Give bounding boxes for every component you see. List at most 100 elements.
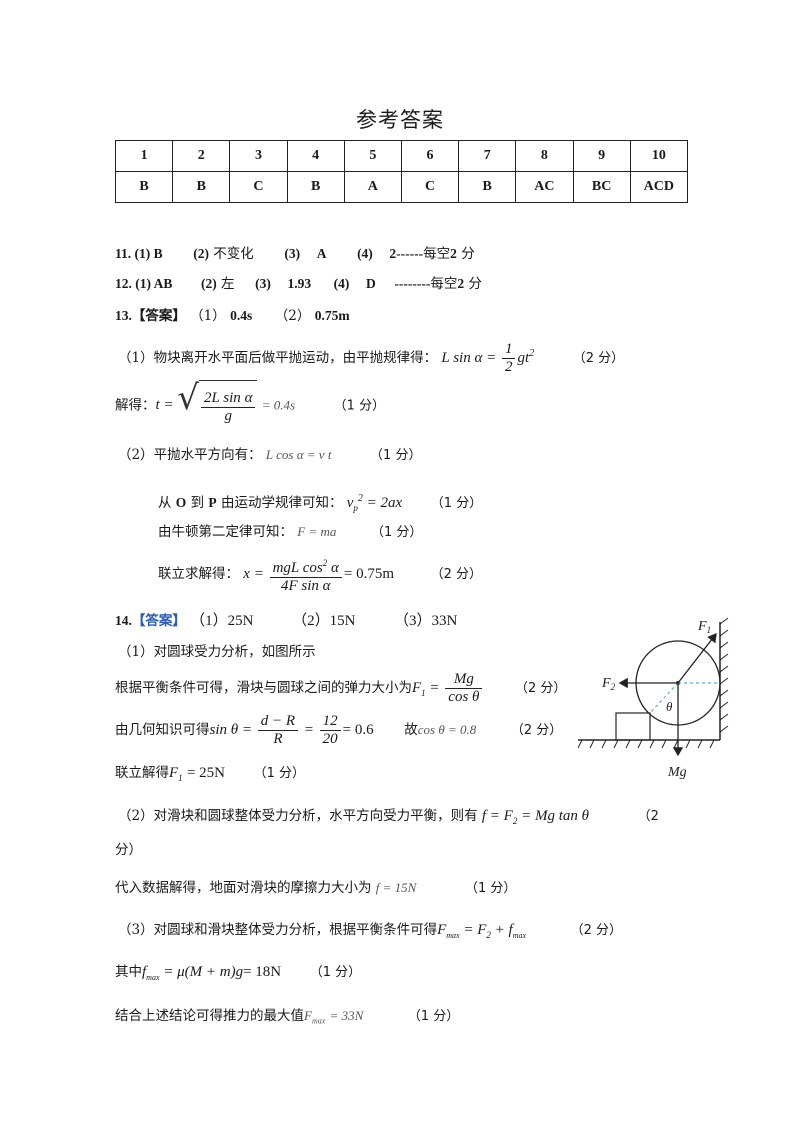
q14-eq-friction: f = F2 = Mg tan θ xyxy=(481,808,589,826)
q13-line5-score: （1 分） xyxy=(371,525,423,540)
q12-score-num: 2 xyxy=(457,276,465,291)
answer-table-number-cell: 6 xyxy=(400,140,460,172)
q12-part2-label: (2) xyxy=(200,276,217,291)
q14-a2: （2）15N xyxy=(292,613,356,629)
answer-table-answer-cell: B xyxy=(458,171,517,203)
q14-line3-eq-tail: = 0.6 xyxy=(342,722,374,738)
q13-line6-score: （2 分） xyxy=(430,567,482,582)
q13-line3-eq: L cos α = v t xyxy=(265,447,332,462)
answer-table-answer-cell: B xyxy=(286,171,345,203)
q13-line2-score: （1 分） xyxy=(333,398,386,414)
wall-hatching xyxy=(719,617,729,733)
q14-line5-text: （2）对滑块和圆球整体受力分析，水平方向受力平衡，则有 xyxy=(118,808,478,824)
q14-line5: （2）对滑块和圆球整体受力分析，水平方向受力平衡，则有 f = F2 = Mg … xyxy=(118,806,659,831)
q14-line9: 结合上述结论可得推力的最大值Fmax = 33N （1 分） xyxy=(115,1006,459,1032)
mg-label: Mg xyxy=(667,765,687,780)
answer-table-answer-cell: ACD xyxy=(629,171,689,203)
q13-line4: 从 O 到 P 由运动学规律可知： vp2 = 2ax （1 分） xyxy=(158,489,482,518)
answer-table-number-cell: 4 xyxy=(286,140,345,172)
q13-line3: （2）平抛水平方向有： L cos α = v t （1 分） xyxy=(118,445,421,466)
q14-line9-score: （1 分） xyxy=(407,1009,460,1024)
q14-line7: （3）对圆球和滑块整体受力分析，根据平衡条件可得Fmax = F2 + fmax… xyxy=(118,920,622,946)
q11-part4-label: (4) xyxy=(357,246,373,261)
q13-line2-result: = 0.4s xyxy=(261,397,296,413)
q13-line6-result: = 0.75m xyxy=(343,566,394,582)
answer-table-number-cell: 5 xyxy=(343,140,402,172)
q14-line2-score: （2 分） xyxy=(515,681,567,696)
q13-line2-text: 解得： xyxy=(115,397,156,414)
answer-table-number-cell: 3 xyxy=(229,140,288,172)
q14-eq-f1-symbol: F1 xyxy=(169,765,183,783)
answer-table-number-cell: 9 xyxy=(572,140,631,172)
q14-line8-score: （1 分） xyxy=(309,965,362,980)
q11-line: 11. (1) B (2) 不变化 (3) A (4) 2------每空2 分 xyxy=(115,244,475,264)
answer-table-answer-cell: C xyxy=(400,171,460,203)
q11-score-unit: 分 xyxy=(461,246,475,262)
q14-answer-tag: 【答案】 xyxy=(131,613,186,628)
q12-part2-answer: 左 xyxy=(221,276,235,292)
answer-table-number-cell: 7 xyxy=(458,140,517,172)
q14-line1: （1）对圆球受力分析，如图所示 xyxy=(118,644,316,660)
q14-line6-eq: f = 15N xyxy=(375,880,417,895)
f2-label: F2 xyxy=(601,676,616,692)
q14-line9-text: 结合上述结论可得推力的最大值 xyxy=(115,1008,304,1024)
q12-part4-answer: D xyxy=(366,276,376,291)
q13-line4-point-p: P xyxy=(208,495,217,510)
contact-dashed-line xyxy=(649,682,679,714)
q14-line3-score: （2 分） xyxy=(510,723,563,738)
q13-header: 13.【答案】 （1） 0.4s （2） 0.75m xyxy=(115,306,350,326)
answer-table-number-cell: 2 xyxy=(172,140,231,172)
q14-line5-score-a: （2 xyxy=(637,809,659,824)
force-diagram: F1 F2 θ Mg xyxy=(578,617,729,780)
answer-table-answer-cell: B xyxy=(172,171,231,203)
q13-a1-label: （1） xyxy=(190,308,226,324)
q13-line1-text: （1）物块离开水平面后做平抛运动，由平抛规律得： xyxy=(118,350,438,366)
slider-block xyxy=(615,712,651,741)
q11-part3-answer: A xyxy=(316,246,327,261)
q14-line8: 其中fmax = μ(M + m)g= 18N （1 分） xyxy=(115,962,361,988)
q11-part3-label: (3) xyxy=(284,246,301,261)
answer-table-answer-cell: C xyxy=(229,171,288,203)
q14-line6: 代入数据解得，地面对滑块的摩擦力大小为 f = 15N （1 分） xyxy=(115,878,516,899)
q14-eq-fmax: Fmax = F2 + fmax xyxy=(437,922,527,940)
q14-line3-text: 由几何知识可得 xyxy=(115,722,210,738)
q14-a3: （3）33N xyxy=(394,613,458,629)
q11-part2-label: (2) xyxy=(193,246,209,261)
q13-line3-text: （2）平抛水平方向有： xyxy=(118,447,262,463)
q14-line4-score: （1 分） xyxy=(253,766,306,781)
q11-part2-answer: 不变化 xyxy=(213,246,254,262)
q14-line4-eq: = 25N xyxy=(186,765,226,781)
answer-table-answer-cell: AC xyxy=(515,171,574,203)
q14-line7-text: （3）对圆球和滑块整体受力分析，根据平衡条件可得 xyxy=(118,922,438,938)
page-title: 参考答案 xyxy=(356,108,444,132)
q11-part4-answer: 2------ xyxy=(389,246,424,261)
q14-line3-mid: 故 xyxy=(404,722,418,738)
q13-line4-from: 从 xyxy=(158,495,172,511)
q14-line7-score: （2 分） xyxy=(570,923,623,938)
q13-line5: 由牛顿第二定律可知： F = ma （1 分） xyxy=(158,522,422,543)
q13-line5-text: 由牛顿第二定律可知： xyxy=(158,524,293,540)
answer-table-answer-cell: B xyxy=(114,171,174,203)
q14-eq-max-friction: fmax = μ(M + m)g xyxy=(142,964,244,982)
f1-arrow xyxy=(677,632,717,684)
q14-line9-eq: = 33N xyxy=(329,1008,364,1023)
q14-number: 14. xyxy=(115,613,132,628)
theta-label: θ xyxy=(666,699,673,714)
answer-table-number-cell: 10 xyxy=(629,140,689,172)
q14-line6-text: 代入数据解得，地面对滑块的摩擦力大小为 xyxy=(115,880,372,896)
q13-line1-score: （2 分） xyxy=(572,351,625,366)
q13-line4-to: 到 xyxy=(190,495,205,511)
f1-label: F1 xyxy=(697,619,711,635)
q12-part3-label: (3) xyxy=(255,276,271,291)
answer-table-number-cell: 1 xyxy=(114,140,174,172)
q14-eq-f-max-symbol: Fmax xyxy=(304,1008,326,1026)
answer-table-answer-cell: A xyxy=(343,171,402,203)
q12-line: 12. (1) AB (2) 左 (3) 1.93 (4) D --------… xyxy=(115,274,482,294)
q13-a2: 0.75m xyxy=(314,308,350,323)
